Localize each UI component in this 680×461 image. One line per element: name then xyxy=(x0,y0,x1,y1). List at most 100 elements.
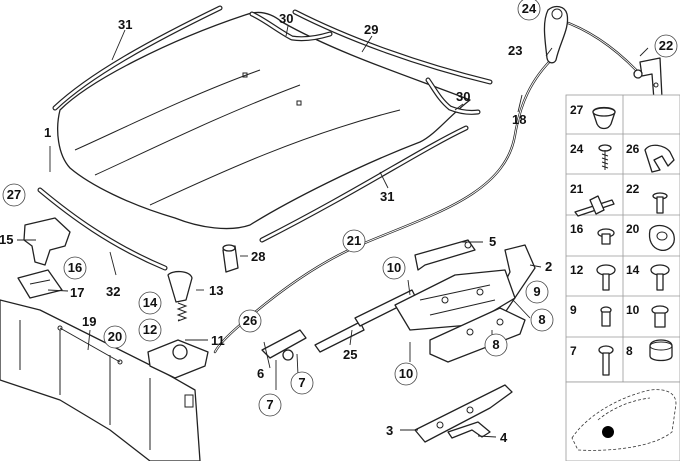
callout-30-right: 30 xyxy=(456,89,470,104)
bracket-15[interactable] xyxy=(23,217,71,266)
panel-label-8: 8 xyxy=(626,344,633,358)
panel-label-7: 7 xyxy=(570,344,577,358)
panel-label-20: 20 xyxy=(626,222,640,236)
callout-10-b: 10 xyxy=(394,362,418,386)
callout-25: 25 xyxy=(343,347,357,362)
callout-28: 28 xyxy=(251,249,265,264)
panel-label-26: 26 xyxy=(626,142,640,156)
callout-1: 1 xyxy=(44,125,51,140)
part-24-screw[interactable] xyxy=(598,144,612,170)
panel-label-12: 12 xyxy=(570,263,584,277)
support-6[interactable] xyxy=(261,329,307,361)
callout-9-a: 9 xyxy=(525,280,549,304)
svg-text:21: 21 xyxy=(347,233,361,248)
part-22-bolt[interactable] xyxy=(652,192,668,214)
seal-30-top[interactable] xyxy=(249,11,333,42)
svg-text:10: 10 xyxy=(387,260,401,275)
callout-31-top: 31 xyxy=(118,17,132,32)
callout-2: 2 xyxy=(545,259,552,274)
callout-32: 32 xyxy=(106,284,120,299)
svg-text:7: 7 xyxy=(266,397,273,412)
callout-12-left: 12 xyxy=(138,318,162,342)
callout-17: 17 xyxy=(70,285,84,300)
bracket-3[interactable] xyxy=(414,384,513,443)
callout-19: 19 xyxy=(82,314,96,329)
cable-bracket[interactable] xyxy=(633,57,663,101)
svg-text:14: 14 xyxy=(143,295,158,310)
svg-text:8: 8 xyxy=(538,312,545,327)
release-handle[interactable] xyxy=(543,5,569,64)
seal-31-right[interactable] xyxy=(259,125,469,243)
part-21-clip[interactable] xyxy=(574,195,615,217)
svg-text:16: 16 xyxy=(68,260,82,275)
spring-13[interactable] xyxy=(176,302,188,322)
svg-text:12: 12 xyxy=(143,322,157,337)
hinge-base-8[interactable] xyxy=(429,307,526,363)
callout-11: 11 xyxy=(211,333,225,348)
callout-14-left: 14 xyxy=(138,291,162,315)
callout-7-a: 7 xyxy=(258,393,282,417)
callout-31-right: 31 xyxy=(380,189,394,204)
part-14-screw[interactable] xyxy=(650,264,670,291)
panel-label-10: 10 xyxy=(626,303,640,317)
callout-3: 3 xyxy=(386,423,393,438)
panel-label-22: 22 xyxy=(626,182,640,196)
bonnet-panel[interactable] xyxy=(57,11,471,230)
panel-label-16: 16 xyxy=(570,222,584,236)
panel-label-9: 9 xyxy=(570,303,577,317)
bonnet-hole xyxy=(296,100,302,106)
seal-31-top[interactable] xyxy=(52,5,223,111)
part-12-screw[interactable] xyxy=(596,264,616,291)
part-26-clip[interactable] xyxy=(644,144,675,173)
part-10-bolt[interactable] xyxy=(651,305,669,328)
callout-26-left: 26 xyxy=(238,309,262,333)
part-7-bolt[interactable] xyxy=(598,345,614,376)
callout-16-left: 16 xyxy=(63,256,87,280)
part-16-screw[interactable] xyxy=(597,228,615,245)
part-9-bolt[interactable] xyxy=(600,306,612,327)
callout-7-b: 7 xyxy=(290,371,314,395)
strap-4[interactable] xyxy=(447,421,491,439)
svg-text:9: 9 xyxy=(533,284,540,299)
svg-text:26: 26 xyxy=(243,313,257,328)
seal-30-right[interactable] xyxy=(425,77,481,115)
svg-text:7: 7 xyxy=(298,375,305,390)
callout-22-top: 22 xyxy=(654,34,678,58)
callout-15: 15 xyxy=(0,232,13,247)
callout-30-top: 30 xyxy=(279,11,293,26)
panel-label-14: 14 xyxy=(626,263,640,277)
svg-text:27: 27 xyxy=(7,187,21,202)
part-8-nut[interactable] xyxy=(649,339,673,362)
seal-32[interactable] xyxy=(37,187,168,271)
buffer-17[interactable] xyxy=(17,269,63,299)
svg-text:24: 24 xyxy=(522,1,537,16)
svg-text:8: 8 xyxy=(492,337,499,352)
panel-label-21: 21 xyxy=(570,182,584,196)
panel-label-24: 24 xyxy=(570,142,584,156)
svg-text:20: 20 xyxy=(108,329,122,344)
buffer-28[interactable] xyxy=(222,244,239,273)
callout-10-a: 10 xyxy=(382,256,406,280)
rod-19[interactable] xyxy=(57,325,123,365)
bonnet-hole xyxy=(242,72,248,78)
callout-6: 6 xyxy=(257,366,264,381)
hinge-plate-5[interactable] xyxy=(414,239,476,271)
callout-27-left: 27 xyxy=(2,183,26,207)
hood-lock[interactable] xyxy=(147,270,209,379)
seal-29[interactable] xyxy=(292,9,493,85)
callout-24-top: 24 xyxy=(517,0,541,21)
car-locator-icon xyxy=(571,389,677,451)
gas-strut-25[interactable] xyxy=(314,289,417,353)
panel-label-27: 27 xyxy=(570,103,584,117)
front-panel-structure[interactable] xyxy=(0,299,201,461)
part-20-grommet[interactable] xyxy=(648,224,675,251)
callout-8-a: 8 xyxy=(530,308,554,332)
callout-20-left: 20 xyxy=(103,325,127,349)
callout-5: 5 xyxy=(489,234,496,249)
callout-29: 29 xyxy=(364,22,378,37)
part-27-plug[interactable] xyxy=(592,106,616,130)
callout-18: 18 xyxy=(512,112,526,127)
svg-text:22: 22 xyxy=(659,38,673,53)
callout-21-left: 21 xyxy=(342,229,366,253)
